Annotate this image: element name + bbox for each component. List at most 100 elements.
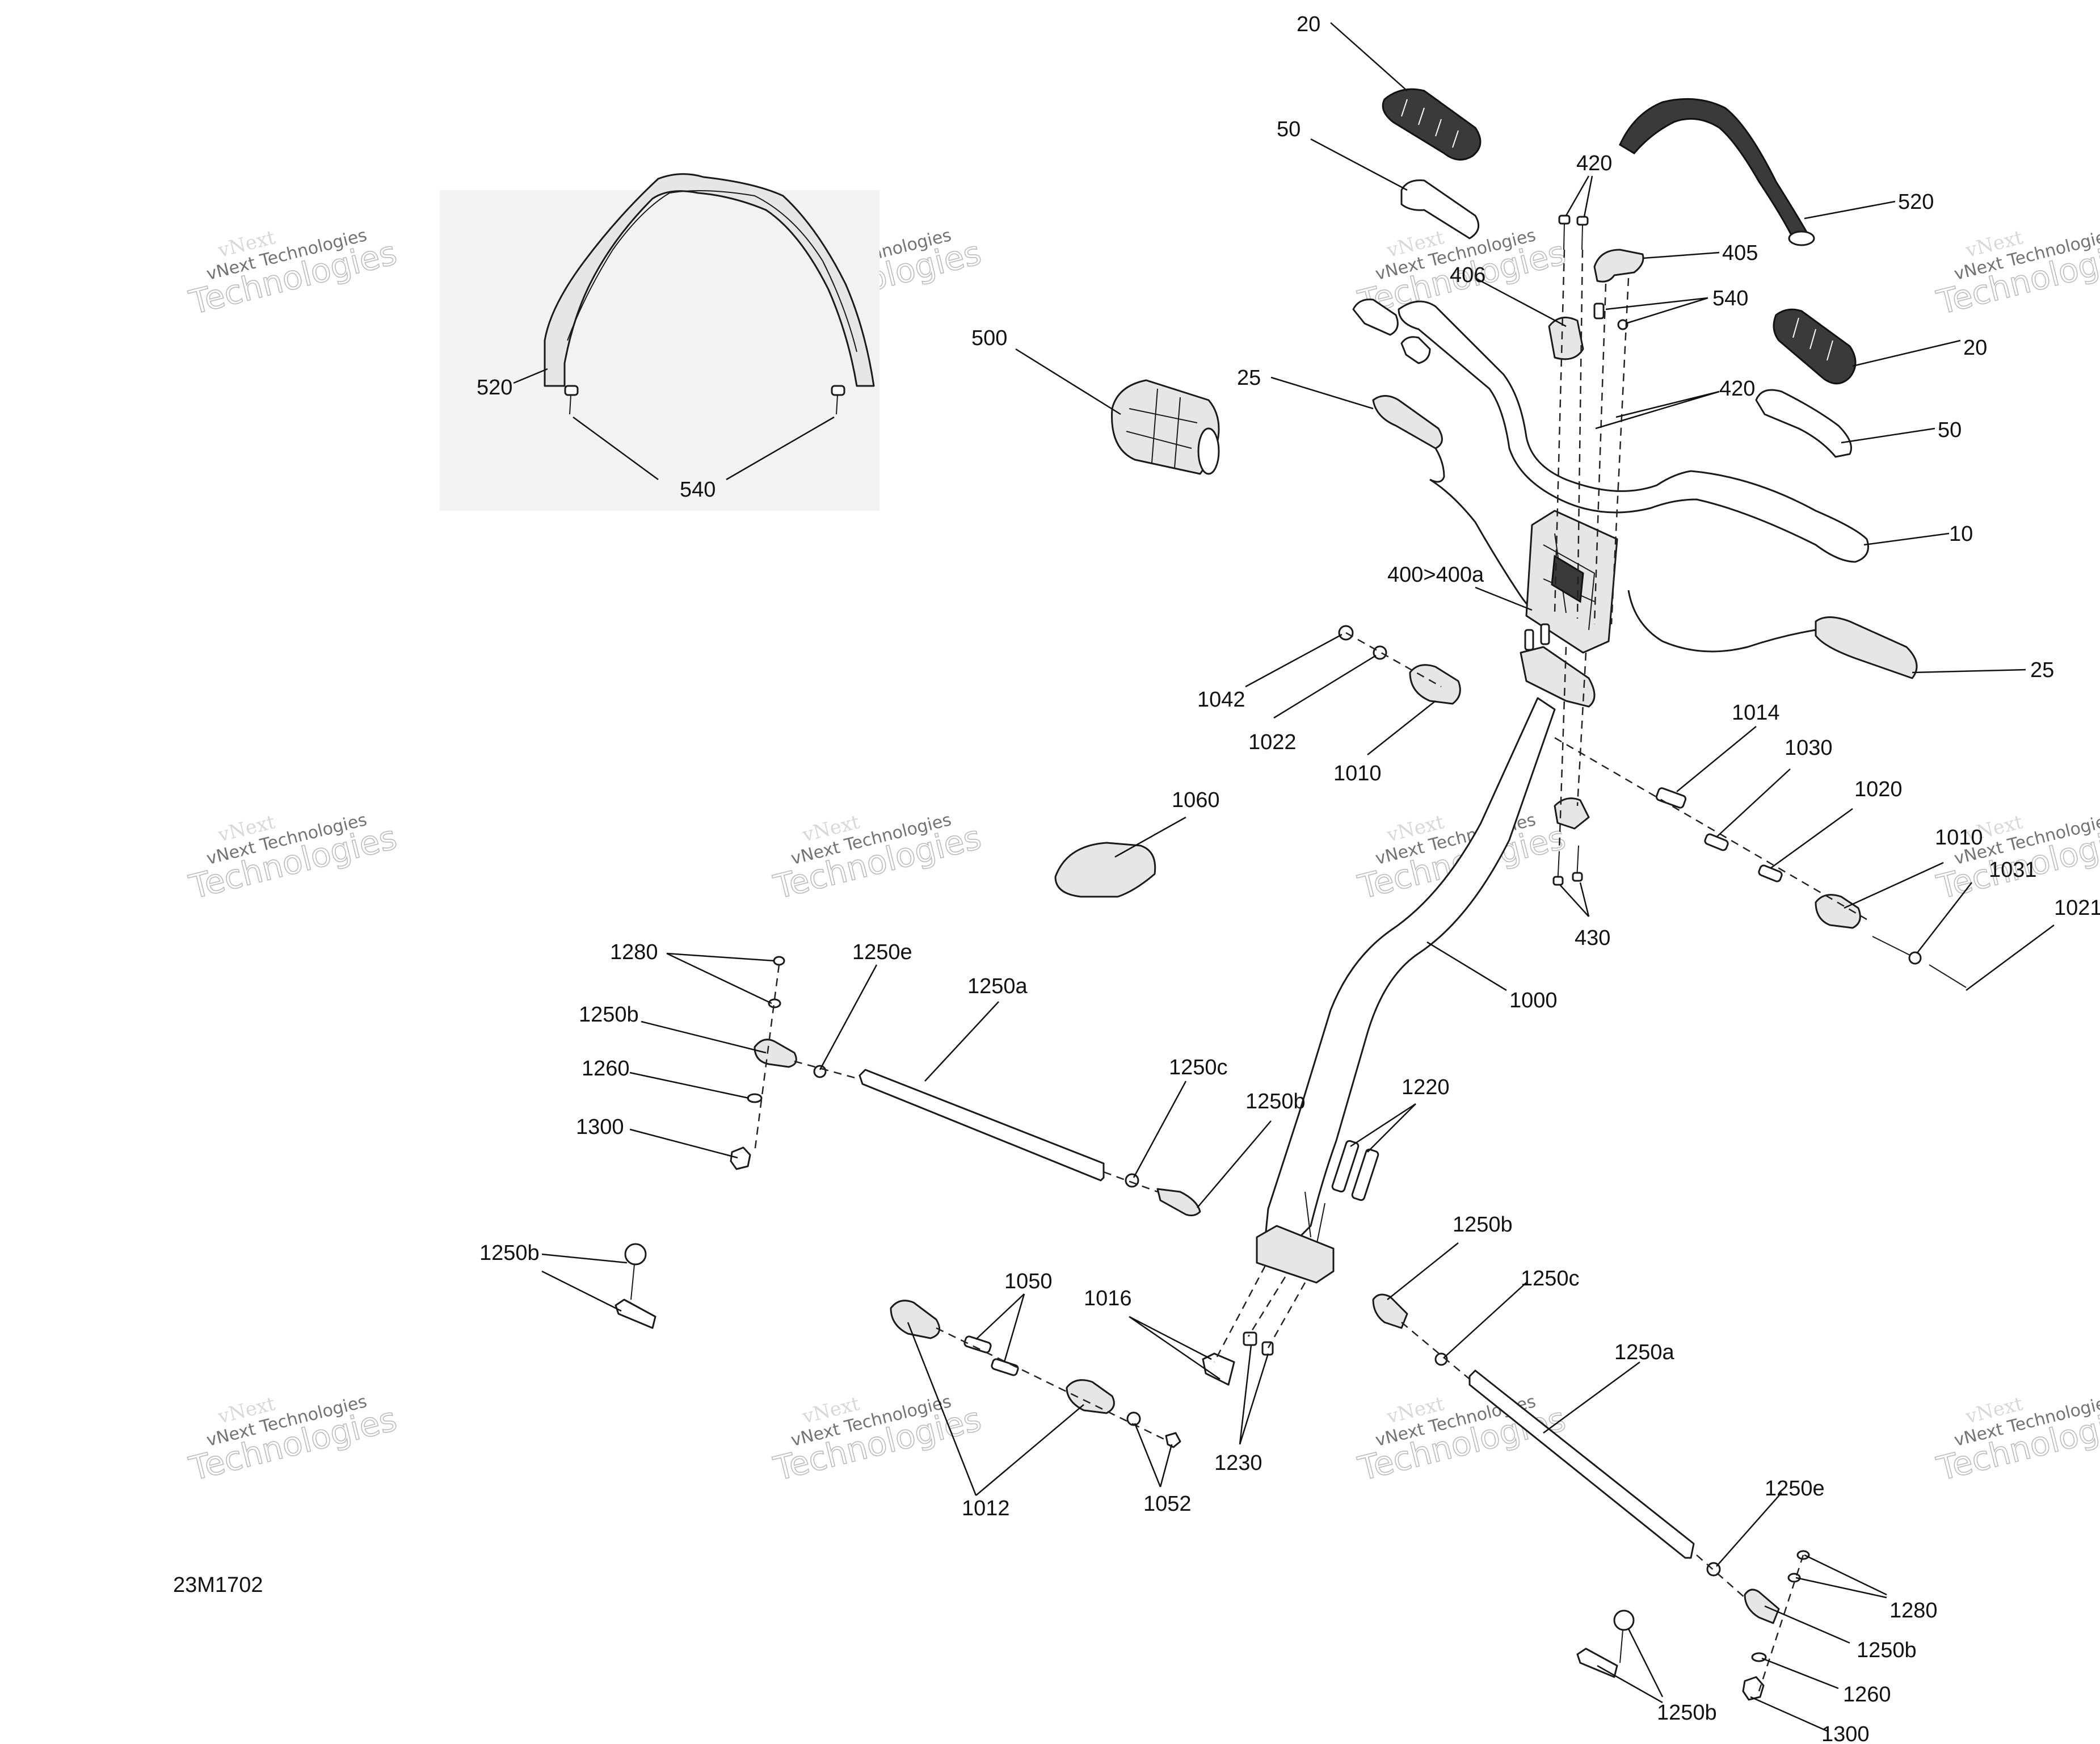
nut-1052-a — [1126, 1411, 1141, 1426]
tie-rod-right — [1372, 1293, 1810, 1701]
screw-540-a — [1593, 302, 1605, 320]
callout-1250c: 1250c — [1169, 1056, 1228, 1079]
callout-520: 520 — [477, 376, 512, 400]
handlebar-tube-10 — [1398, 300, 1869, 563]
clamp-405 — [1593, 249, 1644, 283]
callout-1300: 1300 — [1821, 1722, 1870, 1744]
sleeve-1050-a — [963, 1335, 992, 1354]
bolt-1220-b — [1351, 1148, 1379, 1201]
bushing-1230-a — [1243, 1331, 1257, 1346]
callout-1300: 1300 — [576, 1115, 624, 1139]
callout-1220: 1220 — [1402, 1075, 1450, 1099]
pin-1016 — [1202, 1352, 1235, 1386]
balljoint-1250b-right-end — [1372, 1293, 1408, 1329]
screw-430-a — [1552, 851, 1564, 886]
leader-lines — [513, 22, 2055, 1732]
lower-links — [890, 1140, 1379, 1448]
nut-1052-b — [1165, 1432, 1181, 1448]
callout-1260: 1260 — [582, 1057, 630, 1081]
callout-1000: 1000 — [1509, 989, 1558, 1012]
callout-540: 540 — [680, 478, 716, 502]
nut-1280-a — [773, 956, 785, 966]
column-upper-clamp — [1520, 646, 1596, 708]
callout-1230: 1230 — [1214, 1451, 1262, 1475]
callout-20: 20 — [1963, 336, 1987, 360]
rod-1250a-left — [858, 1069, 1105, 1182]
column-stud-1 — [1524, 629, 1534, 651]
handguard-inset — [440, 173, 879, 511]
watermark: vNext vNext Technologies Technologies — [1933, 1392, 2100, 1489]
sleeve-1020 — [1758, 864, 1783, 882]
callout-1250b: 1250b — [1453, 1213, 1513, 1237]
callout-405: 405 — [1722, 241, 1758, 265]
callout-1250a: 1250a — [967, 974, 1028, 998]
washer-540 — [1617, 319, 1628, 330]
clamp-406 — [1548, 316, 1584, 360]
callout-1020: 1020 — [1854, 778, 1903, 801]
rod-1250a-right — [1468, 1369, 1695, 1559]
watermark: vNext vNext Technologies Technologies — [185, 225, 401, 322]
callout-50: 50 — [1938, 418, 1962, 442]
callout-1280: 1280 — [610, 940, 658, 964]
callout-labels: 20 50 420 520 405 406 540 20 420 50 500 … — [173, 12, 2100, 1744]
callout-1260: 1260 — [1843, 1683, 1891, 1707]
callout-1060: 1060 — [1172, 788, 1220, 812]
balljoint-1250b-loose-left — [615, 1243, 656, 1329]
sleeve-left-1 — [1352, 299, 1399, 336]
rod-end-1012-b — [1066, 1379, 1115, 1414]
grip-20-right — [1773, 308, 1857, 385]
callout-1280: 1280 — [1889, 1599, 1938, 1623]
callout-1250e: 1250e — [852, 940, 912, 964]
sleeve-1050-b — [991, 1358, 1019, 1376]
callout-1030: 1030 — [1785, 736, 1833, 760]
handlebar-assembly — [1111, 88, 1918, 679]
callout-500: 500 — [971, 326, 1007, 350]
callout-420: 420 — [1576, 152, 1612, 175]
callout-1021: 1021 — [2054, 896, 2100, 920]
callout-1022: 1022 — [1248, 730, 1297, 754]
steering-column-1000 — [1264, 697, 1556, 1250]
nut-1300-left — [730, 1146, 751, 1170]
column-stud-2 — [1540, 623, 1550, 645]
balljoint-1250b-left — [754, 1039, 797, 1068]
callout-520: 520 — [1898, 190, 1934, 214]
nut-1300-right — [1742, 1676, 1765, 1701]
callout-25: 25 — [1237, 366, 1261, 390]
washer-1260-right — [1751, 1652, 1767, 1662]
sleeve-left-2 — [1400, 336, 1431, 364]
callout-1014: 1014 — [1732, 701, 1780, 725]
heated-grip-25-right — [1627, 590, 1918, 679]
balljoint-1250b-right — [1744, 1588, 1780, 1624]
callout-1016: 1016 — [1084, 1287, 1132, 1310]
bolt-1220-a — [1331, 1140, 1360, 1193]
sleeve-50-top — [1400, 179, 1480, 239]
callout-50: 50 — [1277, 117, 1301, 141]
callout-25: 25 — [2030, 658, 2054, 682]
bushing-1230-b — [1261, 1341, 1274, 1356]
nut-1250e-left — [813, 1065, 827, 1078]
screw-540-inset-left — [564, 385, 579, 415]
screw-540-inset-right — [831, 385, 845, 415]
rod-end-1012-a — [890, 1300, 941, 1339]
screw-430-b — [1572, 845, 1583, 882]
callout-1052: 1052 — [1143, 1492, 1192, 1516]
callout-1250b: 1250b — [1657, 1701, 1717, 1725]
washer-1022 — [1373, 645, 1387, 660]
balljoint-1250b-left-end — [1156, 1188, 1201, 1217]
column-lower-fitting — [1256, 1225, 1335, 1284]
balljoint-1250b-loose-right — [1576, 1609, 1635, 1678]
handguard-pattern — [567, 190, 857, 352]
callout-540: 540 — [1712, 287, 1748, 310]
tie-rod-left — [615, 956, 1201, 1329]
diagram-code: 23M1702 — [173, 1573, 263, 1597]
watermark: vNext vNext Technologies Technologies — [769, 810, 986, 907]
callout-20: 20 — [1297, 12, 1320, 36]
clamp-430 — [1554, 797, 1590, 830]
callout-1250c: 1250c — [1521, 1267, 1580, 1291]
callout-1012: 1012 — [962, 1497, 1010, 1520]
callout-400-400a: 400>400a — [1387, 563, 1484, 587]
boot-1060 — [1054, 842, 1156, 898]
callout-430: 430 — [1575, 926, 1610, 950]
column-tube-detail — [1304, 1191, 1325, 1246]
